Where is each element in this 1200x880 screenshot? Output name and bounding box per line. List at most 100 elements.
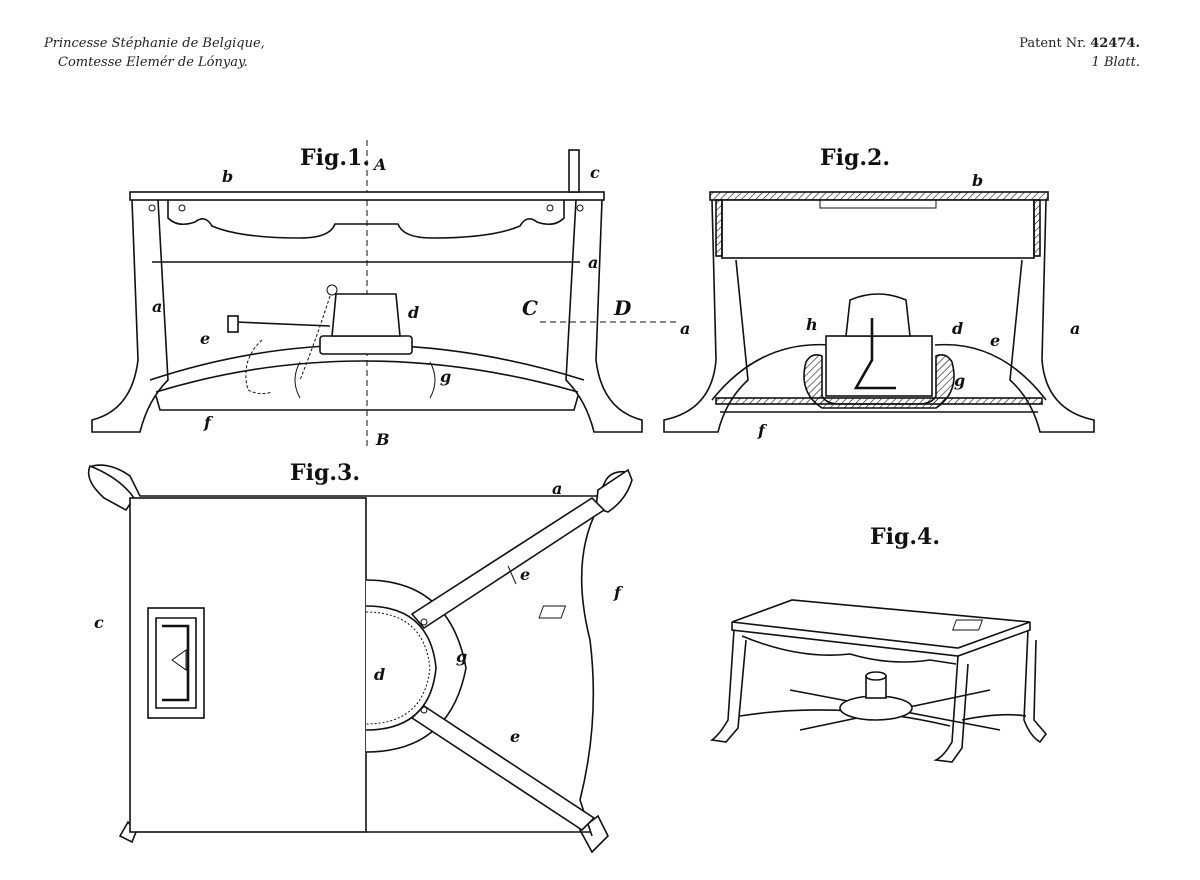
fig3-crossbar-lower (410, 704, 596, 832)
applicant-block: Princesse Stéphanie de Belgique, Comtess… (44, 34, 265, 72)
fig3-foot-top-left (87, 464, 135, 512)
patent-prefix: Patent Nr. (1019, 36, 1087, 51)
fig1-label-c: c (590, 163, 600, 182)
fig1-crossbar-lower (155, 360, 579, 393)
fig3-rivet (420, 618, 428, 626)
fig1-tabletop (129, 191, 605, 201)
fig4-vessel (839, 695, 913, 721)
fig1-label-a-left: a (152, 297, 162, 316)
figure-1: Fig.1. A B C D (91, 140, 680, 450)
fig3-handle-grip (162, 624, 190, 702)
fig2-label-f: f (757, 421, 768, 440)
fig3-label-e-lower: e (510, 727, 520, 746)
fig1-leg-right (565, 199, 643, 433)
fig1-label-a-right: a (588, 253, 598, 272)
fig1-section-b: B (375, 430, 390, 449)
figure-2: Fig.2. b a a h d e g f (663, 145, 1095, 440)
fig2-arch-right (934, 343, 1047, 401)
fig2-label-b: b (972, 171, 983, 190)
fig2-label-a-left: a (680, 319, 690, 338)
fig3-label-f: f (613, 583, 624, 602)
fig2-title: Fig.2. (820, 145, 890, 171)
applicant-line-2: Comtesse Elemér de Lónyay. (58, 55, 248, 70)
fig1-apron (167, 200, 565, 239)
fig1-chain-loop (245, 339, 273, 395)
fig1-chain-ring (326, 284, 338, 296)
fig1-regulator-rod (235, 321, 331, 327)
fig1-label-g: g (440, 367, 451, 386)
fig2-label-d: d (952, 319, 963, 338)
fig4-handle-slot (952, 619, 984, 631)
fig1-label-e: e (200, 329, 210, 348)
fig1-section-d: D (613, 296, 632, 320)
patent-number-block: Patent Nr. 42474. 1 Blatt. (1019, 34, 1140, 72)
applicant-line-1: Princesse Stéphanie de Belgique, (44, 36, 265, 51)
fig2-wall-right (1033, 199, 1041, 257)
fig3-crossbar-upper (410, 496, 606, 630)
fig4-leg-front-left (709, 629, 747, 743)
fig2-label-a-right: a (1070, 319, 1080, 338)
fig3-title: Fig.3. (290, 460, 360, 486)
fig3-label-e-upper: e (520, 565, 530, 584)
fig1-vessel-edge (294, 361, 301, 399)
fig1-rivet (546, 204, 554, 212)
fig3-label-a: a (552, 479, 562, 498)
fig2-label-h: h (806, 315, 818, 334)
fig2-leg-left (663, 199, 749, 433)
fig3-label-g: g (456, 647, 467, 666)
fig4-handle-slot (538, 605, 567, 619)
fig1-handle (568, 149, 580, 193)
fig1-leg-left (91, 199, 169, 433)
fig4-lower-rail-side (961, 713, 1027, 721)
fig1-burner-base (319, 335, 413, 355)
fig1-label-d: d (408, 303, 419, 322)
fig4-burner-cap (865, 671, 887, 681)
fig2-vessel-section (803, 354, 955, 409)
fig2-arch-left (711, 343, 831, 401)
fig3-foot-top-right (595, 468, 633, 513)
fig2-top-inset (819, 199, 937, 209)
fig2-tabletop-section (709, 191, 1049, 201)
fig1-chain (299, 295, 331, 381)
fig3-label-d: d (374, 665, 385, 684)
fig1-section-a: A (372, 155, 386, 174)
patent-number: 42474. (1090, 36, 1140, 51)
fig3-crossbar-mark (507, 565, 517, 585)
fig2-burner-cap (845, 293, 911, 337)
figure-3: Fig.3. a c d e e f g (87, 460, 633, 854)
fig2-wick-tube (853, 318, 896, 390)
fig2-label-e: e (990, 331, 1000, 350)
patent-number-line: Patent Nr. 42474. (1019, 34, 1140, 53)
fig4-apron (741, 635, 957, 665)
fig1-label-b: b (222, 167, 233, 186)
fig1-section-c: C (522, 296, 538, 320)
fig4-title: Fig.4. (870, 524, 940, 550)
figure-4: Fig.4. (538, 524, 1048, 763)
fig1-tray (155, 395, 579, 411)
fig3-label-c: c (94, 613, 104, 632)
fig2-leg-right (1009, 199, 1095, 433)
fig3-burner-ring (365, 605, 437, 731)
fig1-burner-cap (331, 293, 401, 337)
fig1-regulator-knob (227, 315, 239, 333)
fig2-label-g: g (954, 371, 965, 390)
fig3-rivet (420, 706, 428, 714)
fig3-handle-slot-inner (155, 617, 197, 709)
fig4-tabletop (731, 599, 1031, 649)
fig1-label-f: f (203, 413, 214, 432)
fig4-leg-front-right (933, 655, 969, 763)
sheet-count: 1 Blatt. (1091, 55, 1140, 70)
fig2-wall-left (715, 199, 723, 257)
fig1-vessel-edge (429, 361, 436, 399)
fig1-rivet (148, 204, 156, 212)
fig2-tray-section (715, 397, 1043, 405)
fig2-top-box (721, 199, 1035, 259)
fig4-leg-back-right (1023, 629, 1048, 744)
fig1-rivet (576, 204, 584, 212)
fig1-rivet (178, 204, 186, 212)
fig2-reservoir (825, 335, 933, 397)
fig3-outline-top (91, 464, 629, 497)
fig3-handle-notch (171, 649, 187, 671)
fig1-title: Fig.1. (300, 145, 370, 171)
